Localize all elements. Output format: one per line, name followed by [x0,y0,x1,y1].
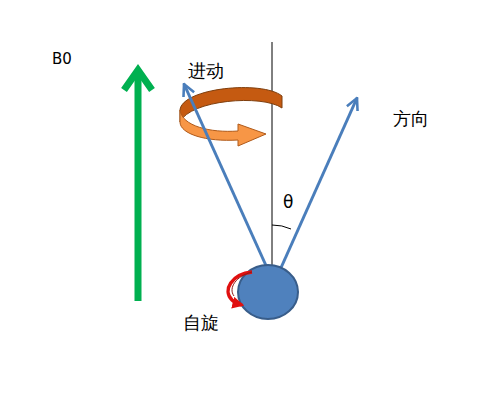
direction-vector [280,98,357,270]
precession-ribbon-front [180,110,266,146]
spin-vector [184,84,268,270]
spin-rotation-edge [232,272,252,296]
label: θ [283,192,293,212]
precession-ribbon-back [180,88,282,122]
field-arrowhead [124,70,152,90]
angle-arc [272,225,291,229]
label: 进动 [188,60,224,82]
label: 自旋 [183,312,219,334]
spin-rotation-arrow [228,272,252,305]
label: B0 [52,50,72,68]
axis-line [272,42,273,268]
label: 方向 [393,108,429,130]
field-arrow [135,74,142,301]
